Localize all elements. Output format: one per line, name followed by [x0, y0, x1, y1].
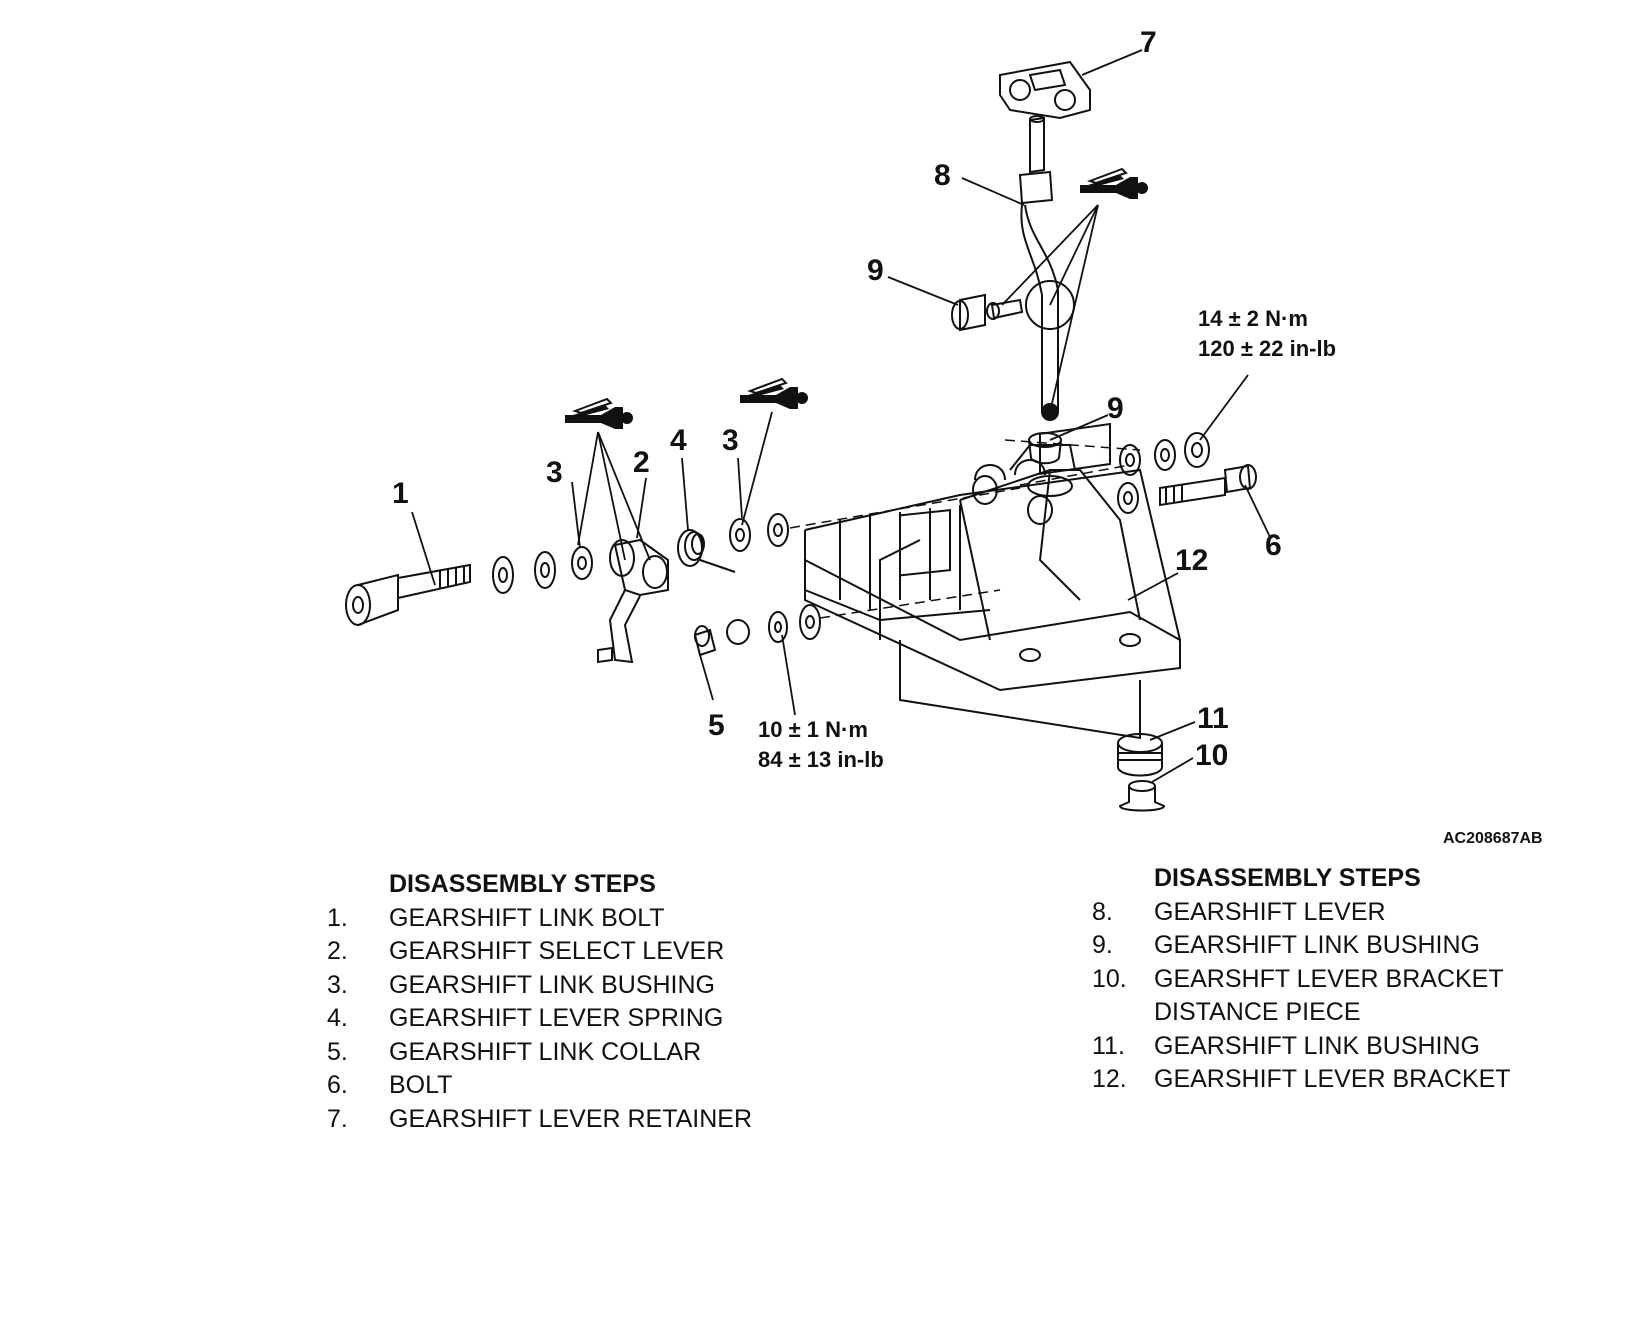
- step-number: 2.: [327, 937, 348, 965]
- step-number: 12.: [1092, 1065, 1127, 1093]
- step-name: GEARSHFT LEVER BRACKET: [1154, 964, 1504, 993]
- washers-right: [1117, 432, 1210, 514]
- step-number: 1.: [327, 903, 348, 932]
- callout-3-right: 3: [722, 424, 739, 457]
- step-number: 6.: [327, 1071, 348, 1099]
- callout-6: 6: [1265, 529, 1282, 562]
- gearshift-lever: [1018, 115, 1075, 421]
- list-item: 6. BOLT: [327, 1069, 752, 1103]
- gearshift-link-bushing-lower: [1028, 432, 1062, 465]
- list-item: 4. GEARSHIFT LEVER SPRING: [327, 1002, 752, 1036]
- step-name: GEARSHIFT LINK BUSHING: [389, 970, 715, 999]
- step-name: GEARSHIFT LINK BOLT: [389, 903, 665, 932]
- step-number: 10.: [1092, 964, 1127, 993]
- callout-9-upper: 9: [867, 254, 884, 287]
- washers-left: [492, 546, 593, 594]
- steps-heading: DISASSEMBLY STEPS: [389, 870, 656, 898]
- callout-8: 8: [934, 159, 951, 192]
- gearshift-link-bushing-upper: [951, 293, 1024, 332]
- callout-4: 4: [670, 424, 687, 457]
- gearshift-lever-bracket-distance-piece: [1118, 780, 1166, 812]
- step-number: 5.: [327, 1037, 348, 1066]
- callout-12: 12: [1175, 544, 1208, 577]
- gearshift-link-bushing-right: [729, 513, 789, 552]
- leader-lines: [411, 49, 1271, 783]
- torque-lower-imperial: 84 ± 13 in-lb: [758, 747, 884, 772]
- gearshift-link-bolt: [345, 563, 471, 626]
- gearshift-select-lever: [597, 538, 669, 664]
- callout-11: 11: [1197, 702, 1229, 735]
- step-number: 9.: [1092, 931, 1113, 959]
- gearshift-lever-retainer: [999, 60, 1091, 120]
- torque-upper-imperial: 120 ± 22 in-lb: [1198, 336, 1336, 361]
- callout-10: 10: [1195, 739, 1228, 772]
- torque-upper-metric: 14 ± 2 N·m: [1198, 306, 1308, 331]
- step-name: GEARSHIFT LINK COLLAR: [389, 1037, 702, 1066]
- step-number: 3.: [327, 970, 348, 999]
- list-item: 5. GEARSHIFT LINK COLLAR: [327, 1036, 752, 1070]
- step-name: BOLT: [389, 1071, 453, 1099]
- step-number: 8.: [1092, 897, 1113, 926]
- callout-1: 1: [392, 477, 409, 510]
- list-item: 12. GEARSHIFT LEVER BRACKET: [1092, 1063, 1511, 1097]
- list-item: 3. GEARSHIFT LINK BUSHING: [327, 969, 752, 1003]
- assembly-axis-lines: [789, 439, 1141, 619]
- step-name: GEARSHIFT SELECT LEVER: [389, 937, 725, 965]
- steps-heading: DISASSEMBLY STEPS: [1154, 864, 1421, 892]
- step-name: GEARSHIFT LEVER RETAINER: [389, 1104, 753, 1133]
- bolt: [1159, 464, 1257, 507]
- step-name: GEARSHIFT LEVER: [1154, 897, 1386, 926]
- list-item: DISTANCE PIECE: [1092, 996, 1511, 1030]
- step-name: GEARSHIFT LINK BUSHING: [1154, 931, 1480, 959]
- callout-3-left: 3: [546, 456, 563, 489]
- figure-code-label: AC208687AB: [1443, 830, 1543, 847]
- gearshift-lever-spring: [677, 529, 736, 573]
- list-item: 11. GEARSHIFT LINK BUSHING: [1092, 1030, 1511, 1064]
- step-number: 11.: [1092, 1031, 1125, 1060]
- gearshift-link-collar: [693, 604, 821, 657]
- callout-7: 7: [1140, 26, 1157, 59]
- step-name: GEARSHIFT LEVER BRACKET: [1154, 1065, 1511, 1093]
- disassembly-steps-left: DISASSEMBLY STEPS 1.GEARSHIFT LINK BOLT …: [327, 868, 752, 1136]
- list-item: 8. GEARSHIFT LEVER: [1092, 896, 1511, 930]
- step-number: 7.: [327, 1104, 348, 1133]
- grease-icon: [564, 168, 1149, 430]
- exploded-view-diagram: 1 2 3 4 3 5 6 7 8 9 9 10 11 12 14 ± 2 N·…: [345, 26, 1336, 812]
- gearshift-link-bushing-11: [1117, 733, 1163, 777]
- torque-lower-metric: 10 ± 1 N·m: [758, 717, 868, 742]
- step-name: DISTANCE PIECE: [1154, 998, 1361, 1026]
- callout-5: 5: [708, 709, 725, 742]
- step-number: 4.: [327, 1004, 348, 1032]
- list-item: 1. GEARSHIFT LINK BOLT: [327, 902, 752, 936]
- disassembly-steps-right: DISASSEMBLY STEPS 8. GEARSHIFT LEVER 9. GE…: [1092, 862, 1511, 1097]
- step-name: GEARSHIFT LEVER SPRING: [389, 1004, 724, 1032]
- step-number: [1092, 996, 1154, 1030]
- list-item: 10. GEARSHFT LEVER BRACKET: [1092, 963, 1511, 997]
- callout-2: 2: [633, 446, 650, 479]
- list-item: 9. GEARSHIFT LINK BUSHING: [1092, 929, 1511, 963]
- list-item: 2. GEARSHIFT SELECT LEVER: [327, 935, 752, 969]
- callout-9-lower: 9: [1107, 392, 1124, 425]
- list-item: 7. GEARSHIFT LEVER RETAINER: [327, 1103, 752, 1137]
- step-name: GEARSHIFT LINK BUSHING: [1154, 1031, 1480, 1060]
